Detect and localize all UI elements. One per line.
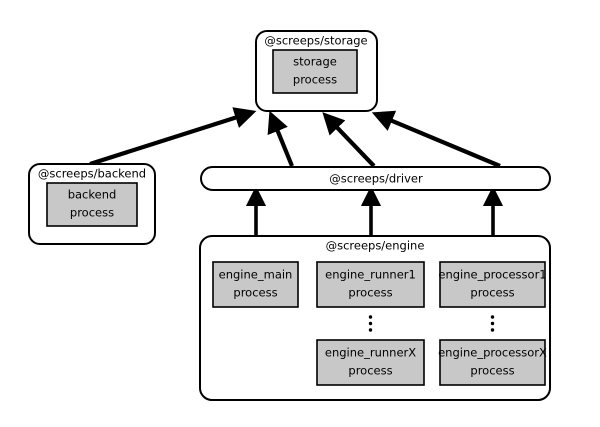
process-backend[interactable]: backend process	[46, 182, 138, 227]
process-engine-runner1-box	[316, 261, 425, 308]
process-engine-main[interactable]: engine_main process	[212, 261, 299, 308]
process-storage-line1: storage	[293, 55, 337, 69]
process-engine-main-line2: process	[233, 286, 277, 300]
process-engine-runner1-line2: process	[348, 286, 392, 300]
package-storage[interactable]: @screeps/storage storage process	[255, 30, 378, 112]
package-backend[interactable]: @screeps/backend backend process	[28, 163, 156, 245]
process-engine-processorx-box	[439, 339, 546, 386]
process-storage[interactable]: storage process	[272, 49, 358, 94]
process-backend-line2: process	[70, 206, 114, 220]
ellipsis-runner-column	[368, 315, 373, 332]
package-driver[interactable]: @screeps/driver	[200, 166, 551, 191]
process-engine-runner1-line1: engine_runner1	[325, 268, 416, 282]
process-storage-line2: process	[293, 73, 337, 87]
process-engine-runnerx-line2: process	[348, 364, 392, 378]
process-storage-box	[272, 49, 358, 94]
process-engine-main-line1: engine_main	[219, 268, 293, 282]
package-engine-label: @screeps/engine	[326, 239, 425, 253]
package-engine[interactable]: @screeps/engine engine_main process engi…	[199, 235, 551, 401]
edge-driver-to-storage-3	[371, 110, 501, 168]
package-backend-label: @screeps/backend	[38, 167, 146, 181]
process-engine-processor1-line1: engine_processor1	[438, 268, 546, 282]
edges-layer	[89, 107, 504, 235]
process-engine-processorx[interactable]: engine_processorX process	[438, 339, 547, 386]
edge-driver-to-storage-2	[322, 112, 376, 168]
ellipsis-processor-column	[490, 315, 495, 332]
process-engine-processor1-box	[439, 261, 546, 308]
process-engine-processor1[interactable]: engine_processor1 process	[438, 261, 547, 308]
process-engine-main-box	[212, 261, 299, 308]
process-engine-runnerx-box	[316, 339, 425, 386]
package-driver-label: @screeps/driver	[329, 172, 423, 186]
package-storage-label: @screeps/storage	[264, 34, 367, 48]
process-engine-processor1-line2: process	[470, 286, 514, 300]
process-backend-box	[46, 182, 138, 227]
process-engine-runnerx-line1: engine_runnerX	[325, 346, 416, 360]
process-engine-processorx-line1: engine_processorX	[438, 346, 547, 360]
process-engine-runner1[interactable]: engine_runner1 process	[316, 261, 425, 308]
edge-driver-to-storage-1	[267, 110, 294, 167]
process-engine-processorx-line2: process	[470, 364, 514, 378]
edge-backend-to-storage	[89, 107, 257, 167]
process-engine-runnerx[interactable]: engine_runnerX process	[316, 339, 425, 386]
package-driver-border	[200, 166, 551, 191]
process-backend-line1: backend	[68, 188, 117, 202]
